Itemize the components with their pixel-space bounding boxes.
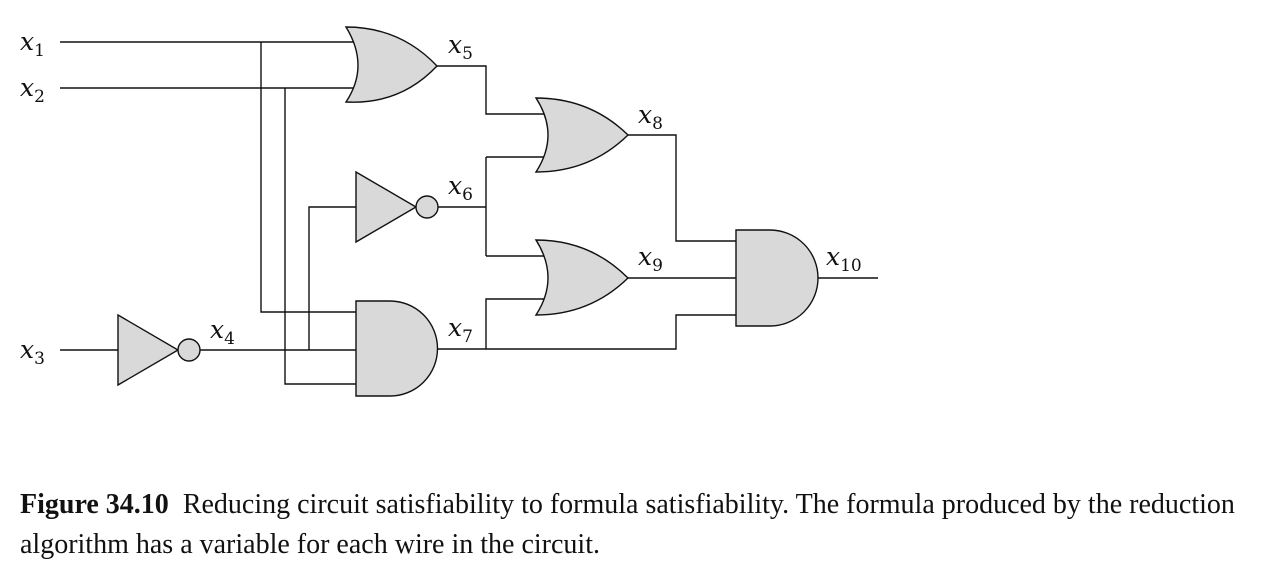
caption-text: Reducing circuit satisfiability to formu… <box>20 489 1235 560</box>
and-gate-x7 <box>355 300 439 397</box>
label-x5: x5 <box>448 30 473 64</box>
not-bubble-x6 <box>415 195 439 219</box>
label-x9: x9 <box>638 242 663 276</box>
and-gate-x10 <box>735 229 819 327</box>
label-x8: x8 <box>638 100 663 134</box>
label-x10: x10 <box>826 242 862 276</box>
label-x6: x6 <box>448 171 473 205</box>
wire-x8 <box>628 134 736 242</box>
not-gate-x6 <box>355 170 418 244</box>
label-x2: x2 <box>20 73 45 107</box>
or-gate-x8 <box>534 97 630 173</box>
figure-label: Figure 34.10 <box>20 489 169 520</box>
or-gate-x5 <box>344 26 438 103</box>
gates <box>117 26 819 397</box>
circuit-diagram: x1 x2 x3 x4 x5 x6 x7 x8 x9 x10 <box>20 26 878 397</box>
label-x4: x4 <box>210 315 235 349</box>
label-x1: x1 <box>20 27 45 61</box>
label-x7: x7 <box>448 313 473 347</box>
wire-x4-branch <box>308 206 356 350</box>
wire-x5 <box>437 65 546 115</box>
label-x3: x3 <box>20 335 45 369</box>
variable-labels: x1 x2 x3 x4 x5 x6 x7 x8 x9 x10 <box>20 27 862 369</box>
wire-x2-branch <box>284 88 356 385</box>
wire-x7-to-x9 <box>485 298 546 349</box>
wire-x1-branch <box>260 42 356 313</box>
or-gate-x9 <box>534 239 629 316</box>
not-bubble-x4 <box>177 338 201 362</box>
wires <box>60 41 878 385</box>
not-gate-x4 <box>117 313 180 387</box>
wire-x7 <box>437 314 736 350</box>
